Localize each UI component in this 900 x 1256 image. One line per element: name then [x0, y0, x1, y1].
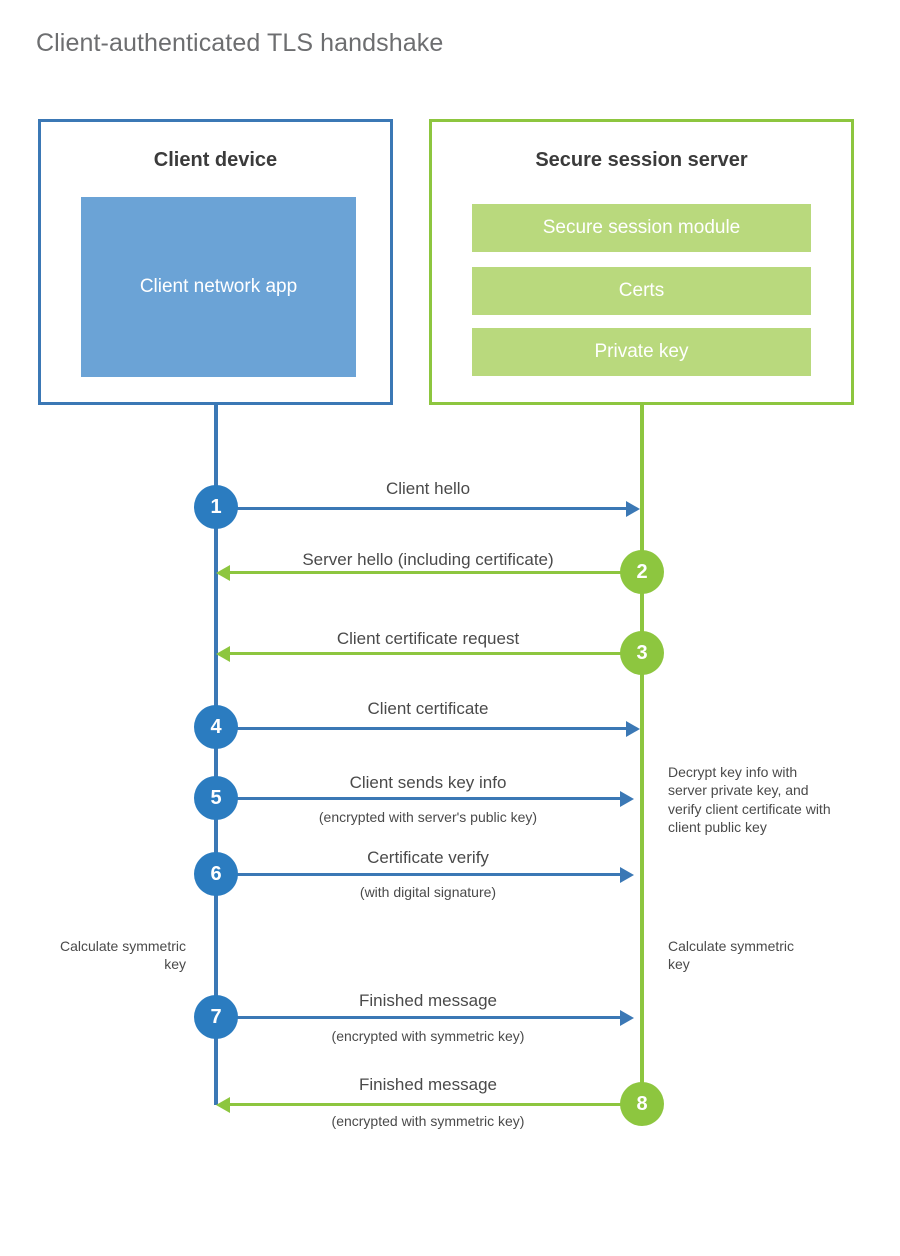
message-arrow-8 [228, 1103, 640, 1106]
message-sublabel-5: (encrypted with server's public key) [318, 809, 538, 825]
step-circle-8[interactable]: 8 [620, 1082, 664, 1126]
message-sublabel-7: (encrypted with symmetric key) [331, 1028, 525, 1044]
server-calculate-symmetric-key-note: Calculate symmetric key [668, 938, 795, 973]
client-device-box: Client device Client network app [38, 119, 393, 405]
arrowhead-right-7 [620, 1010, 634, 1026]
secure-session-server-box: Secure session server Secure session mod… [429, 119, 854, 405]
message-label-3: Client certificate request [336, 629, 520, 648]
arrowhead-right-4 [626, 721, 640, 737]
step-circle-6[interactable]: 6 [194, 852, 238, 896]
message-label-1: Client hello [385, 479, 471, 498]
message-arrow-4 [216, 727, 628, 730]
client-network-app-block: Client network app [81, 197, 356, 377]
message-label-5: Client sends key info [349, 773, 507, 792]
message-label-8: Finished message [359, 1075, 497, 1094]
step-circle-2[interactable]: 2 [620, 550, 664, 594]
server-decrypt-note: Decrypt key info with server private key… [668, 764, 831, 836]
arrowhead-left-8 [216, 1097, 230, 1113]
message-arrow-5 [216, 797, 622, 800]
message-label-6: Certificate verify [367, 848, 489, 867]
arrowhead-right-6 [620, 867, 634, 883]
server-component-certs: Certs [472, 267, 811, 315]
message-arrow-3 [228, 652, 640, 655]
step-circle-7[interactable]: 7 [194, 995, 238, 1039]
message-label-2: Server hello (including certificate) [302, 550, 554, 569]
message-arrow-7 [216, 1016, 622, 1019]
message-label-7: Finished message [359, 991, 497, 1010]
arrowhead-left-2 [216, 565, 230, 581]
page-title: Client-authenticated TLS handshake [36, 29, 444, 57]
arrowhead-right-1 [626, 501, 640, 517]
message-sublabel-6: (with digital signature) [359, 884, 497, 900]
server-lifeline [640, 405, 644, 1105]
client-lifeline [214, 405, 218, 1105]
server-component-secure-session-module: Secure session module [472, 204, 811, 252]
step-circle-4[interactable]: 4 [194, 705, 238, 749]
arrowhead-left-3 [216, 646, 230, 662]
server-component-private-key: Private key [472, 328, 811, 376]
message-label-4: Client certificate [367, 699, 489, 718]
client-device-title: Client device [153, 149, 278, 171]
step-circle-1[interactable]: 1 [194, 485, 238, 529]
message-arrow-2 [228, 571, 640, 574]
message-arrow-6 [216, 873, 622, 876]
message-sublabel-8: (encrypted with symmetric key) [331, 1113, 525, 1129]
step-circle-3[interactable]: 3 [620, 631, 664, 675]
step-circle-5[interactable]: 5 [194, 776, 238, 820]
client-calculate-symmetric-key-note: Calculate symmetric key [59, 938, 186, 973]
secure-session-server-title: Secure session server [535, 149, 748, 171]
arrowhead-right-5 [620, 791, 634, 807]
message-arrow-1 [216, 507, 628, 510]
